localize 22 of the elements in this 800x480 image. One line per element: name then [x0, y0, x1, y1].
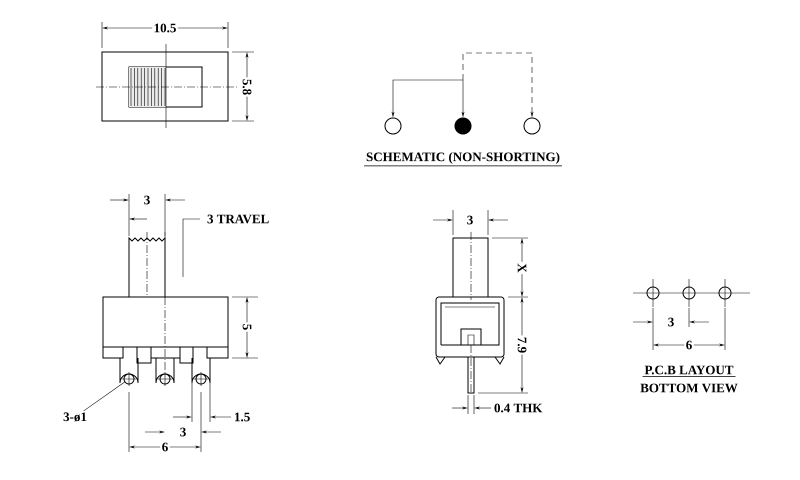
- terminal-circle: [454, 118, 472, 134]
- dimension-label: 6: [684, 339, 694, 351]
- pin-hole: [124, 374, 134, 384]
- dimension-label: 3 TRAVEL: [208, 214, 269, 224]
- callout-label: 3-ø1: [64, 412, 86, 422]
- dimension-label: 3: [668, 318, 674, 326]
- dimension-label: 5.8: [241, 77, 253, 97]
- view-title: P.C.B LAYOUT: [642, 366, 736, 377]
- view-title: BOTTOM VIEW: [640, 384, 738, 392]
- dimension-label: 3: [467, 216, 473, 224]
- dimension-label: 7.9: [516, 335, 528, 355]
- terminal-circle: [524, 118, 540, 134]
- terminal-circle: [384, 118, 402, 134]
- dimension-label: 6: [160, 441, 170, 453]
- view-title: SCHEMATIC (NON-SHORTING): [364, 152, 562, 166]
- dimension-label: 0.4 THK: [494, 404, 542, 412]
- dimension-label: X: [516, 262, 528, 274]
- dimension-label: 5: [241, 322, 253, 332]
- dimension-label: 10.5: [152, 22, 178, 34]
- dimension-label: 1.5: [235, 412, 250, 422]
- dimension-label: 3: [180, 428, 186, 436]
- dimension-label: 3: [144, 196, 150, 204]
